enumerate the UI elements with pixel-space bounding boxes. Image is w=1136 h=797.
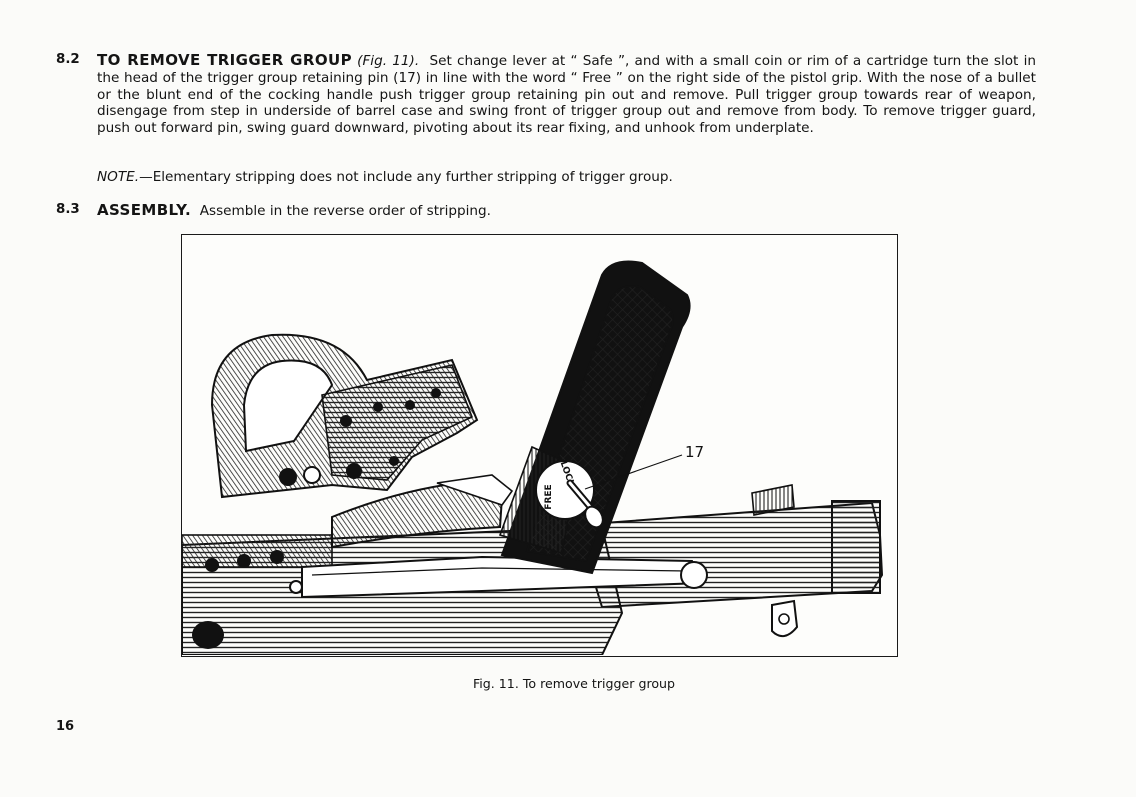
section-text: Set change lever at “ Safe ”, and with a…: [97, 53, 1036, 137]
figure-trigger-group: LOCK FREE 17: [181, 234, 898, 657]
section-number: 8.2: [56, 52, 80, 67]
section-number: 8.3: [56, 202, 80, 217]
section-text: Assemble in the reverse order of strippi…: [199, 203, 491, 219]
note-label: NOTE.: [97, 169, 140, 185]
page-number: 16: [56, 719, 75, 734]
note-paragraph: NOTE.—Elementary stripping does not incl…: [97, 169, 1027, 186]
callout-17: 17: [685, 443, 704, 461]
note-text: —Elementary stripping does not include a…: [139, 169, 673, 185]
section-body: ASSEMBLY. Assemble in the reverse order …: [97, 202, 1036, 220]
figure-caption: Fig. 11. To remove trigger group: [472, 676, 676, 691]
removed-trigger-group: [210, 333, 479, 499]
section-heading: ASSEMBLY.: [97, 201, 192, 219]
figure-reference: (Fig. 11).: [357, 53, 420, 69]
section-8-2: 8.2 TO REMOVE TRIGGER GROUP (Fig. 11). S…: [56, 52, 1036, 137]
dial-free-label: FREE: [544, 484, 554, 509]
weapon-illustration: LOCK FREE 17: [182, 260, 884, 655]
section-heading: TO REMOVE TRIGGER GROUP: [97, 51, 352, 69]
section-8-3: 8.3 ASSEMBLY. Assemble in the reverse or…: [56, 202, 1036, 220]
section-body: TO REMOVE TRIGGER GROUP (Fig. 11). Set c…: [97, 52, 1036, 137]
